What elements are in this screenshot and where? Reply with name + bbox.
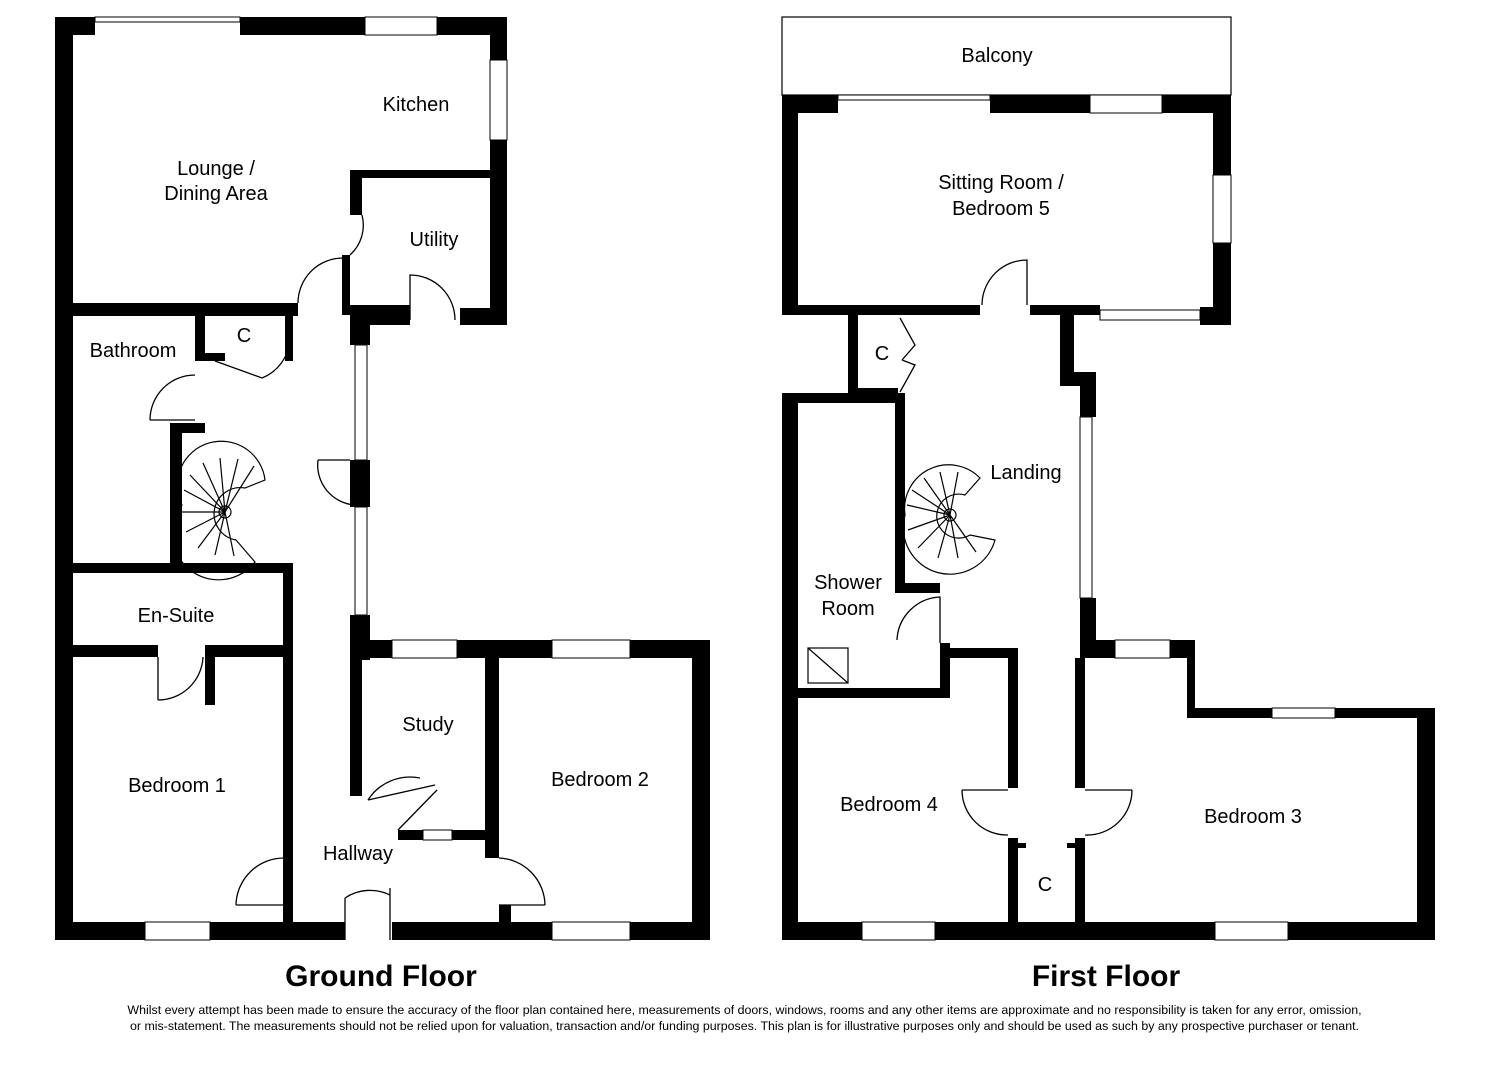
ground-floor-windows [94, 16, 631, 941]
first-floor-plan: Balcony Sitting Room / Bedroom 5 C Landi… [781, 16, 1435, 993]
study-label: Study [402, 714, 453, 736]
lounge-label-line1: Lounge / [177, 158, 255, 180]
ground-floor-plan: Lounge / Dining Area Kitchen Utility Bat… [55, 16, 710, 993]
first-floor-title: First Floor [1032, 960, 1181, 993]
utility-label: Utility [410, 229, 459, 251]
ground-floor-doors [149, 214, 546, 940]
en-suite-label: En-Suite [138, 605, 215, 627]
bedroom2-label: Bedroom 2 [551, 769, 649, 791]
balcony-label: Balcony [961, 45, 1032, 67]
bedroom3-label: Bedroom 3 [1204, 806, 1302, 828]
first-cupboard-bottom-label: C [1038, 874, 1052, 896]
ground-cupboard-label: C [237, 325, 251, 347]
landing-label: Landing [990, 462, 1061, 484]
bedroom1-label: Bedroom 1 [128, 775, 226, 797]
shower-room-label-line1: Shower [814, 572, 882, 594]
kitchen-label: Kitchen [383, 94, 450, 116]
ground-floor-walls [55, 17, 710, 940]
lounge-label-line2: Dining Area [164, 183, 268, 205]
hallway-label: Hallway [323, 843, 393, 865]
first-floor-doors [807, 259, 1133, 836]
disclaimer-line2: or mis-statement. The measurements shoul… [130, 1019, 1359, 1033]
ground-floor-title: Ground Floor [285, 960, 477, 993]
first-cupboard-top-label: C [875, 343, 889, 365]
disclaimer-line1: Whilst every attempt has been made to en… [127, 1003, 1362, 1017]
bathroom-label: Bathroom [90, 340, 177, 362]
sitting-room-label-line2: Bedroom 5 [952, 198, 1050, 220]
shower-room-label-line2: Room [821, 598, 874, 620]
disclaimer: Whilst every attempt has been made to en… [10, 1002, 1479, 1034]
first-floor-windows [837, 94, 1336, 941]
sitting-room-label-line1: Sitting Room / [938, 172, 1064, 194]
ground-floor-spiral-stairs [171, 440, 266, 581]
first-floor-spiral-stairs [902, 464, 996, 575]
first-floor-walls [782, 95, 1435, 940]
bedroom4-label: Bedroom 4 [840, 794, 938, 816]
